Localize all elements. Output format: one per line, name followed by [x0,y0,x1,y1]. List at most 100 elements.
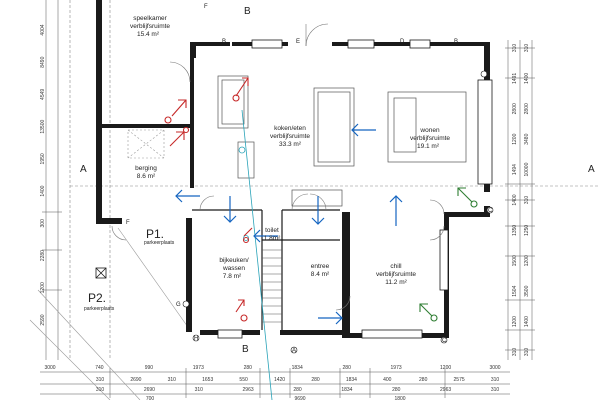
marker-e: E [296,39,300,45]
parking-labels: P1. parkeerplaats P2. parkeerplaats [84,227,175,312]
dimension-label: 1400 [512,194,518,205]
marker-f-left: F [126,220,130,226]
marker-b-bottom: B [242,344,249,355]
dimension-label: 740 [95,365,104,371]
dimension-label: 3500 [524,285,530,296]
dimension-label: 3000 [44,365,55,371]
parking-p1-label: P1. [146,227,164,241]
dim-right-outer: 3101400280034801000031012501200350014003… [524,44,530,357]
dimension-label: 4004 [40,24,46,35]
bottom-dimension-lines [40,368,510,398]
dimension-label: 310 [524,44,530,53]
room-bijkeuken-sub: wassen [222,265,245,272]
dimension-label: 310 [96,387,105,393]
dimension-label: 1200 [512,133,518,144]
dimension-label: 2280 [40,250,46,261]
room-chill-name: chill [390,263,402,270]
dimension-label: 10000 [524,162,530,176]
dimension-label: 2800 [524,103,530,114]
room-chill-area: 11.2 m² [385,279,407,286]
marker-b-wall-1: B [222,39,226,45]
dimension-label: 310 [491,377,500,383]
cyan-section-line [238,109,273,400]
door-swings [111,23,445,311]
dim-bottom-small-1: 700 [146,396,155,400]
room-wonen-name: wonen [419,127,440,134]
dim-bottom-small-2: 1800 [394,396,405,400]
dimension-label: 990 [145,365,154,371]
section-markers: B B A A F F B B E D C C G H A C [80,4,595,355]
dim-right-inner: 3101491280012001494140013501500150412003… [512,44,518,357]
room-speelkamer-area: 15.4 m² [137,31,160,38]
room-berging-area: 8.6 m² [137,173,156,180]
dimension-label: 310 [512,44,518,53]
parking-p2-label: P2. [88,291,106,305]
parking-p1-sub: parkeerplaats [144,240,175,246]
dimension-label: 2590 [40,314,46,325]
p2-symbol [95,267,107,279]
room-entree-name: entree [311,263,330,270]
marker-a-bottom: A [292,348,296,354]
dimension-label: 1504 [512,285,518,296]
dimension-label: 1653 [202,377,213,383]
marker-b-wall-2: B [454,39,458,45]
room-speelkamer-name: speelkamer [133,15,167,22]
dimension-label: 1400 [524,316,530,327]
marker-h: H [194,336,198,342]
dimension-label: 1200 [440,365,451,371]
staircase [262,249,282,323]
dimension-label: 1400 [40,185,46,196]
dim-bottom-total: 9690 [294,396,305,400]
dimension-label: 2690 [130,377,141,383]
room-berging-name: berging [135,165,157,172]
windows [217,39,493,339]
dimension-label: 4549 [40,89,46,100]
dimension-label: 2800 [512,103,518,114]
room-bijkeuken-name: bijkeuken/ [219,257,248,264]
dimension-label: 1950 [40,153,46,164]
dimension-label: 310 [195,387,204,393]
dimension-label: 310 [512,348,518,357]
room-toilet-name: toilet [265,227,279,234]
parking-guides [29,227,191,400]
dimension-label: 2963 [440,387,451,393]
dimension-label: 550 [239,377,248,383]
dimension-label: 1200 [40,282,46,293]
room-speelkamer-sub: verblijfsruimte [130,23,170,30]
marker-a-right: A [588,164,595,175]
marker-d: D [400,39,405,45]
construction-lines [69,0,600,360]
marker-c-top: C [486,72,491,78]
marker-a-left: A [80,164,87,175]
dimension-label: 310 [524,348,530,357]
dimension-label: 1500 [512,255,518,266]
room-wonen-area: 19.1 m² [417,143,440,150]
dimension-label: 1973 [391,365,402,371]
dimension-label: 1834 [346,377,357,383]
room-entree-area: 8.4 m² [311,271,330,278]
dimension-label: 1350 [512,225,518,236]
dimension-label: 280 [419,377,428,383]
dimension-label: 1400 [524,73,530,84]
parking-p2-sub: parkeerplaats [84,306,115,312]
marker-f-top: F [204,4,208,10]
dimension-label: 3000 [489,365,500,371]
dimension-label: 1491 [512,73,518,84]
marker-g: G [176,302,181,308]
dimension-label: 310 [524,196,530,205]
dimension-label: 280 [293,387,302,393]
marker-b-top: B [244,6,251,17]
dimension-label: 3480 [524,133,530,144]
dimension-label: 1420 [274,377,285,383]
dimension-label: 1494 [512,164,518,175]
marker-c-bottom: C [488,208,493,214]
dimension-label: 2690 [144,387,155,393]
dimension-label: 400 [383,377,392,383]
dimension-label: 1250 [524,225,530,236]
furniture [217,75,467,207]
